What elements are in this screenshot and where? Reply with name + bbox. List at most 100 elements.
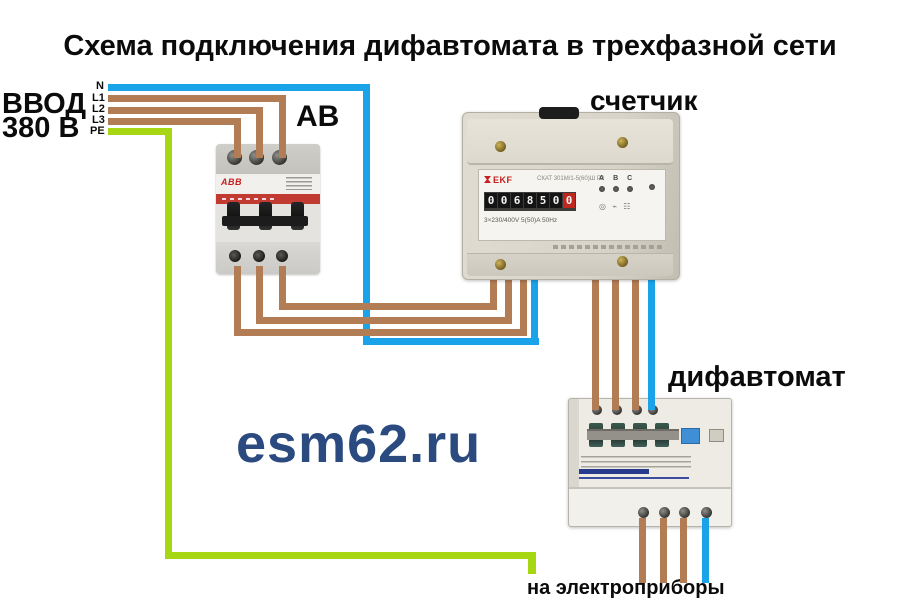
wire-label-n: N [96, 80, 104, 92]
terminal-screw-icon [648, 405, 658, 415]
phase-led-icon [627, 186, 633, 192]
phase-l3-run [108, 118, 241, 125]
phase-l1-drop [279, 95, 286, 158]
rcbo-out-phase-2 [660, 518, 667, 583]
input-voltage: 380 В [2, 112, 80, 144]
meter-din-clip [539, 107, 579, 119]
earth-wire-bottom-run [165, 552, 536, 559]
breaker-out-2-drop [256, 266, 263, 324]
meter-out-phase-1 [592, 254, 599, 410]
meter-terminal-cover [467, 119, 673, 165]
terminal-screw-icon [632, 405, 642, 415]
breaker-out-2-rise [505, 272, 512, 324]
cover-screw-icon [617, 137, 628, 148]
breaker-out-3-rise [520, 272, 527, 336]
rcbo-product-name-bar [579, 469, 649, 474]
breaker-bottom-terminals [216, 242, 320, 274]
breaker-out-3-run [234, 329, 527, 336]
meter-model-text: СКАТ 301М/1-5(60)Ш Р2 [537, 176, 605, 182]
wire-label-pe: PE [90, 125, 105, 137]
meter-label: счетчик [590, 85, 698, 116]
meter-out-phase-3 [632, 258, 639, 410]
earth-wire-top [108, 128, 172, 135]
page-title: Схема подключения дифавтомата в трехфазн… [63, 30, 837, 62]
meter-out-neutral [648, 260, 655, 410]
meter-rating-text: 3×230/400V 5(50)A 50Hz [484, 217, 558, 224]
terminal-hole-icon [253, 250, 265, 262]
rcbo-label: дифавтомат [668, 361, 846, 393]
phase-led-icon [599, 186, 605, 192]
rcbo-lever-bar[interactable] [587, 429, 679, 440]
rcbo-test-button[interactable] [681, 428, 700, 444]
terminal-screw-icon [592, 405, 602, 415]
terminal-hole-icon [229, 250, 241, 262]
phase-l2-drop [256, 107, 263, 158]
breaker-out-2-run [256, 317, 512, 324]
counter-digit: 5 [537, 193, 549, 208]
breaker-out-1-drop [279, 266, 286, 310]
terminal-screw-icon [659, 507, 670, 518]
breaker-red-stripe [216, 194, 320, 204]
terminal-screw-icon [612, 405, 622, 415]
breaker-brand-logo: ABB [221, 177, 242, 187]
rcbo-device [568, 398, 732, 527]
load-label: на электроприборы [527, 577, 725, 599]
rcbo-out-phase-1 [639, 518, 646, 583]
terminal-screw-icon [638, 507, 649, 518]
counter-digit: 8 [524, 193, 536, 208]
counter-digit: 6 [511, 193, 523, 208]
wire-label-l3: L3 [92, 114, 105, 126]
pulse-led-icon [649, 184, 655, 190]
rcbo-ridge [569, 487, 731, 489]
wire-label-l2: L2 [92, 103, 105, 115]
terminal-hole-icon [276, 250, 288, 262]
meter-out-phase-2 [612, 256, 619, 410]
input-word: ВВОД [2, 88, 86, 120]
breaker-spec-text [286, 177, 312, 190]
input-voltage-label: ВВОД 380 В [2, 88, 86, 144]
electricity-meter: EKF СКАТ 301М/1-5(60)Ш Р2 0 0 6 8 5 0 0 … [462, 107, 680, 280]
counter-digit: 0 [485, 193, 497, 208]
neutral-wire-top-run [108, 84, 370, 91]
watermark-text: esm62.ru [236, 414, 482, 474]
phase-l3-drop [234, 118, 241, 158]
breaker-out-3-drop [234, 266, 241, 336]
breaker-lever-bar[interactable] [222, 216, 308, 226]
led-label-b: В [613, 175, 619, 182]
meter-brand-logo: EKF [484, 175, 513, 185]
rcbo-out-phase-3 [680, 518, 687, 583]
terminal-screw-icon [701, 507, 712, 518]
counter-digit-red: 0 [563, 193, 575, 208]
neutral-wire-to-meter [531, 272, 538, 345]
breaker-out-1-rise [490, 272, 497, 310]
led-label-a: А [599, 175, 605, 182]
phase-l1-run [108, 95, 286, 102]
meter-counter: 0 0 6 8 5 0 0 [484, 192, 576, 211]
rcbo-spec-text [581, 456, 691, 468]
breaker-out-1-run [279, 303, 497, 310]
meter-phase-led-labels: А В С [599, 175, 645, 182]
cover-screw-icon [495, 259, 506, 270]
terminal-screw-icon [679, 507, 690, 518]
neutral-wire-drop [363, 84, 370, 345]
neutral-wire-bottom-run [363, 338, 539, 345]
circuit-breaker: ABB [216, 144, 320, 274]
earth-wire-end-stub [528, 552, 536, 574]
wire-label-l1: L1 [92, 92, 105, 104]
counter-digit: 0 [550, 193, 562, 208]
rcbo-underline [579, 477, 689, 479]
cover-screw-icon [617, 256, 628, 267]
earth-wire-drop [165, 128, 172, 559]
cover-screw-icon [495, 141, 506, 152]
rcbo-out-neutral [702, 518, 709, 583]
meter-cert-icons: ◎ ⌁ ☷ [599, 202, 633, 211]
meter-bottom-terminals [467, 253, 673, 276]
counter-digit: 0 [498, 193, 510, 208]
meter-face: EKF СКАТ 301М/1-5(60)Ш Р2 0 0 6 8 5 0 0 … [478, 169, 666, 241]
breaker-label: АВ [296, 100, 340, 133]
phase-l2-run [108, 107, 263, 114]
breaker-top-terminals [216, 144, 320, 174]
rcbo-indicator-window [709, 429, 724, 442]
led-label-c: С [627, 175, 633, 182]
